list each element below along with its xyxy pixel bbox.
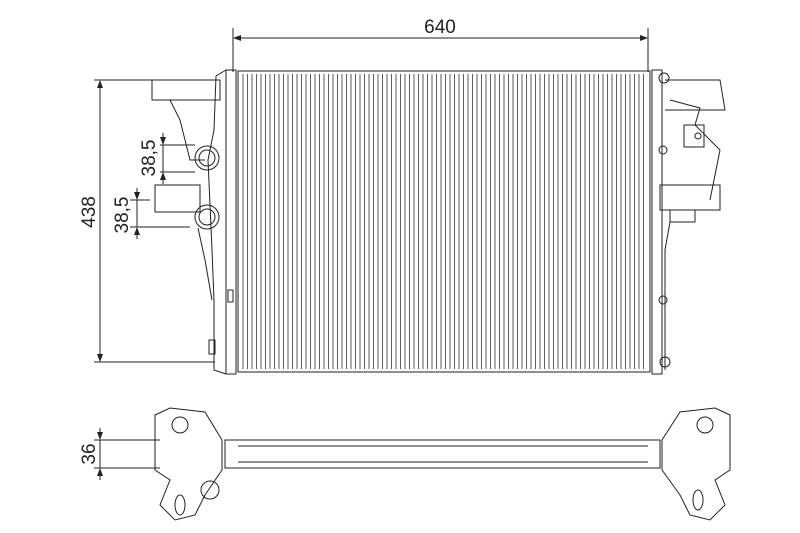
depth-dimension-label: 36: [79, 443, 100, 464]
depth-dimension: 36: [79, 428, 160, 480]
bottom-view: [154, 407, 731, 521]
width-dimension: 640: [232, 17, 649, 72]
upper-spacing-dimension: 38,5: [139, 133, 195, 184]
lower-spacing-label: 38,5: [112, 197, 133, 234]
radiator-core: [237, 70, 651, 373]
height-dimension: 438: [79, 79, 215, 363]
height-dimension-label: 438: [79, 196, 100, 228]
left-tank: [151, 69, 237, 375]
width-dimension-label: 640: [424, 17, 456, 38]
core-fins: [242, 74, 644, 369]
right-tank: [651, 69, 726, 375]
lower-spacing-dimension: 38,5: [112, 188, 190, 239]
upper-spacing-label: 38,5: [139, 140, 160, 177]
